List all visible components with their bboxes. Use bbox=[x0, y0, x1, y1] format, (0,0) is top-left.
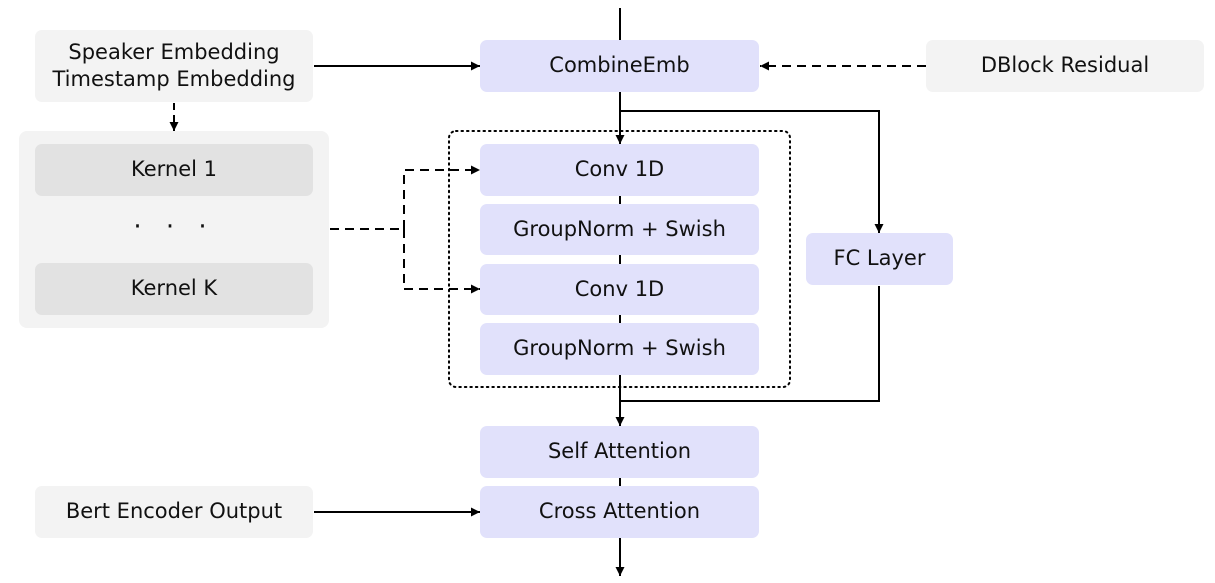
conv-1d-box-2: Conv 1D bbox=[480, 264, 759, 315]
arrow-kernels-to-conv-2 bbox=[403, 229, 480, 294]
fc-layer-return-line bbox=[620, 286, 880, 402]
groupnorm-swish-box-1: GroupNorm + Swish bbox=[480, 204, 759, 255]
kernel-k-box: Kernel K bbox=[35, 263, 313, 315]
kernel-1-box: Kernel 1 bbox=[35, 144, 313, 196]
arrow-kernels-to-conv-1 bbox=[403, 165, 480, 229]
fc-layer-box: FC Layer bbox=[806, 233, 953, 285]
speaker-embedding-label: Speaker Embedding bbox=[68, 39, 280, 64]
conv-1d-box-1: Conv 1D bbox=[480, 144, 759, 196]
bert-encoder-output-box: Bert Encoder Output bbox=[35, 486, 313, 538]
embedding-inputs-box: Speaker Embedding Timestamp Embedding bbox=[35, 30, 313, 102]
arrow-to-fc-layer bbox=[620, 110, 884, 233]
dblock-residual-box: DBlock Residual bbox=[926, 40, 1204, 92]
combine-emb-box: CombineEmb bbox=[480, 40, 759, 92]
groupnorm-swish-box-2: GroupNorm + Swish bbox=[480, 323, 759, 375]
cross-attention-box: Cross Attention bbox=[480, 486, 759, 538]
self-attention-box: Self Attention bbox=[480, 426, 759, 478]
timestamp-embedding-label: Timestamp Embedding bbox=[52, 67, 296, 91]
kernel-ellipsis: · · · bbox=[133, 212, 215, 242]
